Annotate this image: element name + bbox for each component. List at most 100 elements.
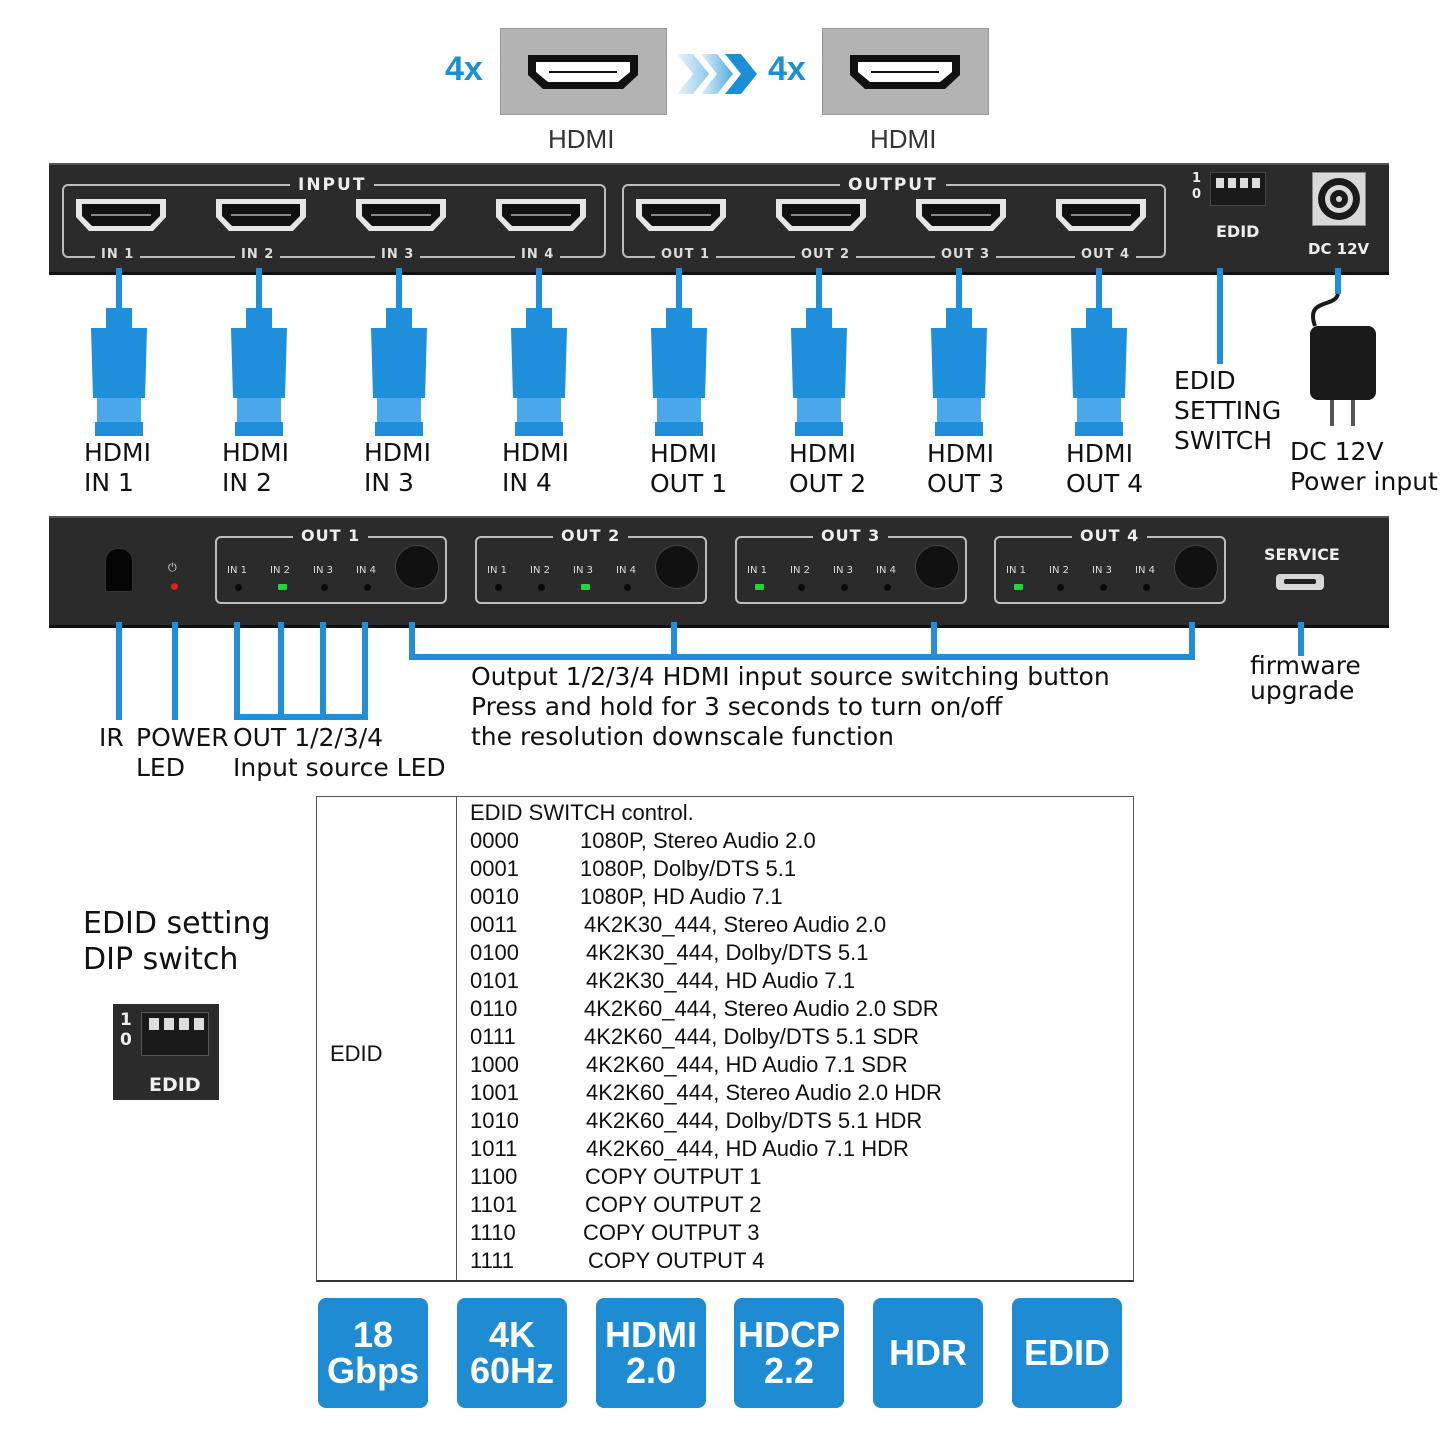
hdmi-input-port[interactable] xyxy=(75,198,167,236)
edid-code: 0001 xyxy=(470,856,519,881)
hdmi-input-port[interactable] xyxy=(215,198,307,236)
input-source-label: IN 4 xyxy=(356,565,376,576)
input-source-label: IN 2 xyxy=(270,565,290,576)
hdmi-input-caption: HDMI xyxy=(548,124,615,154)
firmware-upgrade-label: firmware upgrade xyxy=(1250,651,1361,705)
hdmi-output-port[interactable] xyxy=(915,198,1007,236)
hdmi-input-port[interactable] xyxy=(495,198,587,236)
edid-description: COPY OUTPUT 4 xyxy=(588,1248,765,1273)
input-source-led xyxy=(1057,584,1064,591)
hdmi-port-icon xyxy=(636,199,726,231)
source-switch-button[interactable] xyxy=(1174,545,1218,589)
edid-code: 0101 xyxy=(470,968,519,993)
arrow-chevrons-icon xyxy=(677,54,757,94)
input-source-led xyxy=(364,584,371,591)
edid-code: 0011 xyxy=(470,912,518,937)
input-source-label: IN 3 xyxy=(313,565,333,576)
edid-code: 0100 xyxy=(470,940,519,965)
dip-bottom-digit: 0 xyxy=(1192,187,1202,202)
input-source-led xyxy=(495,584,502,591)
source-switch-button[interactable] xyxy=(915,545,959,589)
input-source-led xyxy=(1143,584,1150,591)
edid-table-heading: EDID SWITCH control. xyxy=(470,800,694,825)
input-port-label: IN 1 xyxy=(95,247,141,262)
input-source-label: IN 1 xyxy=(227,565,247,576)
input-source-led xyxy=(1100,584,1107,591)
edid-setting-switch-label: EDID SETTING SWITCH xyxy=(1174,366,1282,455)
hdmi-cables xyxy=(91,268,1127,436)
input-group-title: INPUT xyxy=(290,175,375,195)
ir-receiver xyxy=(105,548,133,592)
dc-jack-icon xyxy=(1318,178,1360,220)
hdmi-cable xyxy=(91,268,147,436)
dip-legend-edid-label: EDID xyxy=(149,1074,201,1096)
edid-code: 1111 xyxy=(470,1248,515,1273)
hdmi-port-icon xyxy=(850,55,960,89)
edid-description: 4K2K60_444, Stereo Audio 2.0 HDR xyxy=(586,1080,942,1105)
output-select-group-title: OUT 3 xyxy=(813,526,889,545)
output-select-group-title: OUT 4 xyxy=(1072,526,1148,545)
input-source-label: IN 3 xyxy=(573,565,593,576)
source-switch-button[interactable] xyxy=(655,545,699,589)
output-select-group-title: OUT 1 xyxy=(293,526,369,545)
hdmi-port-icon xyxy=(916,199,1006,231)
power-adapter-icon xyxy=(1310,268,1376,426)
input-source-led xyxy=(321,584,328,591)
edid-description: 4K2K60_444, Dolby/DTS 5.1 HDR xyxy=(586,1108,923,1133)
source-switch-button[interactable] xyxy=(395,545,439,589)
input-source-label: IN 3 xyxy=(833,565,853,576)
power-led xyxy=(171,583,178,590)
output-port-label: OUT 3 xyxy=(935,247,997,262)
input-source-led xyxy=(755,584,764,590)
hdmi-port-icon xyxy=(776,199,866,231)
hdmi-output-port[interactable] xyxy=(635,198,727,236)
hdmi-cable xyxy=(931,268,987,436)
input-source-label: IN 4 xyxy=(616,565,636,576)
edid-rear-label: EDID xyxy=(1216,222,1260,241)
feature-badge: HDR xyxy=(873,1298,983,1408)
dip-top-digit: 1 xyxy=(1192,171,1202,186)
output-port-label: OUT 4 xyxy=(1075,247,1137,262)
output-count: 4x xyxy=(768,50,806,88)
service-usb-port[interactable] xyxy=(1276,574,1324,590)
hdmi-cable xyxy=(511,268,567,436)
hdmi-input-port[interactable] xyxy=(355,198,447,236)
input-source-led-label: OUT 1/2/3/4 Input source LED xyxy=(233,723,446,782)
input-source-label: IN 2 xyxy=(530,565,550,576)
dip-switch[interactable] xyxy=(1210,172,1266,206)
hdmi-cable xyxy=(371,268,427,436)
edid-description: 4K2K60_444, HD Audio 7.1 HDR xyxy=(586,1136,909,1161)
edid-code: 1010 xyxy=(470,1108,519,1133)
edid-description: 1080P, Stereo Audio 2.0 xyxy=(580,828,816,853)
hdmi-port-icon xyxy=(528,55,638,89)
hdmi-output-port[interactable] xyxy=(775,198,867,236)
input-source-label: IN 2 xyxy=(1049,565,1069,576)
dip-legend-switch: 1 0 EDID xyxy=(113,1004,219,1100)
edid-code: 1110 xyxy=(470,1220,516,1245)
edid-code: 1101 xyxy=(470,1192,518,1217)
front-connector-lines xyxy=(116,622,1304,720)
input-port-label: IN 3 xyxy=(375,247,421,262)
power-symbol-icon: ⏻ xyxy=(168,561,177,574)
edid-connector-line xyxy=(1217,268,1223,364)
input-source-label: IN 1 xyxy=(487,565,507,576)
hdmi-output-port[interactable] xyxy=(1055,198,1147,236)
input-source-led xyxy=(841,584,848,591)
edid-code: 1100 xyxy=(470,1164,518,1189)
dc-rear-label: DC 12V xyxy=(1308,240,1370,258)
hdmi-input-icon-box xyxy=(500,28,667,115)
dip-legend-top-digit: 1 xyxy=(120,1010,132,1030)
input-source-led xyxy=(798,584,805,591)
hdmi-port-icon xyxy=(216,199,306,231)
switching-button-label: Output 1/2/3/4 HDMI input source switchi… xyxy=(471,662,1110,751)
edid-code: 1000 xyxy=(470,1052,519,1077)
edid-code: 0000 xyxy=(470,828,519,853)
edid-table-divider xyxy=(456,796,457,1280)
dip-legend-title: EDID setting DIP switch xyxy=(83,906,271,977)
input-source-led xyxy=(1014,584,1023,590)
output-select-group-title: OUT 2 xyxy=(553,526,629,545)
